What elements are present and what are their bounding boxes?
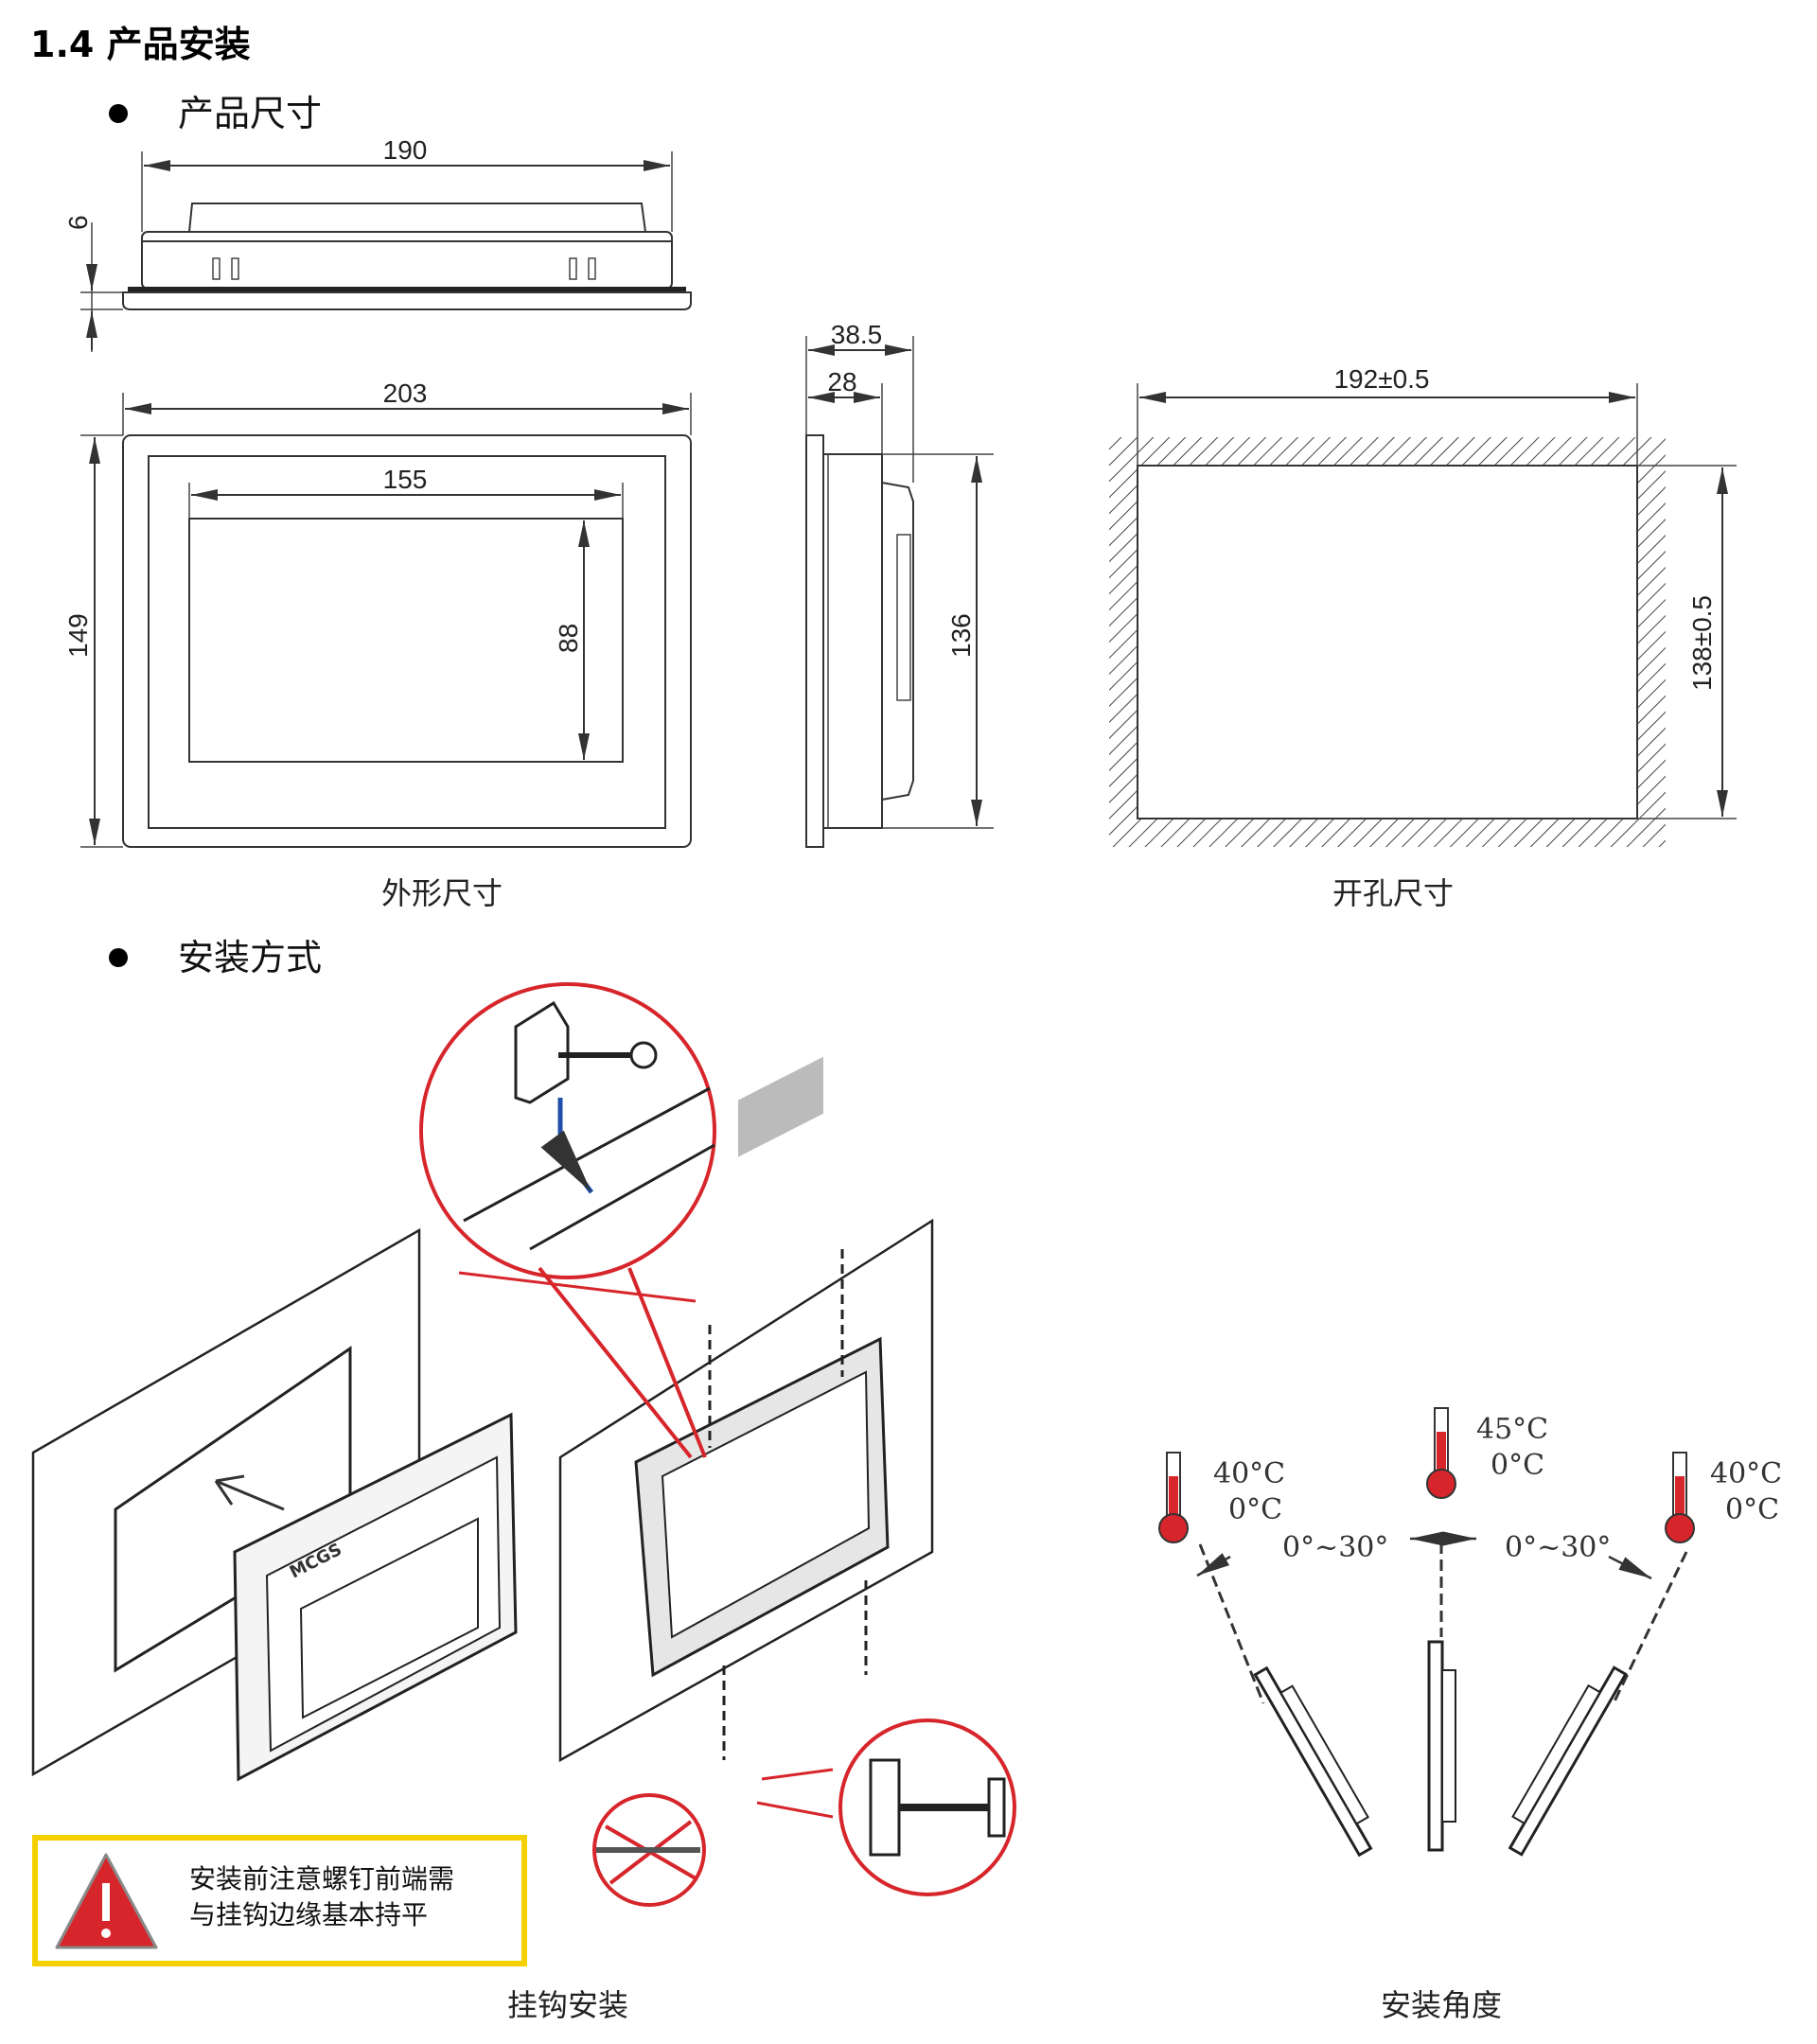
cutout-caption: 开孔尺寸 — [1332, 875, 1454, 911]
center-min-temp: 0°C — [1491, 1449, 1544, 1482]
dim-cutout-height: 138±0.5 — [1687, 595, 1717, 691]
bullet-icon — [109, 948, 128, 967]
dim-depth-total: 38.5 — [831, 320, 883, 349]
dim-body-height: 136 — [946, 613, 976, 658]
cutout-drawing — [1109, 383, 1737, 847]
right-min-temp: 0°C — [1725, 1493, 1779, 1526]
thermometer-icon — [1426, 1407, 1456, 1499]
angle-diagram — [1158, 1407, 1695, 1858]
installation-heading: 安装方式 — [178, 937, 322, 978]
left-max-temp: 40°C — [1213, 1457, 1285, 1490]
dim-outer-height: 149 — [63, 613, 93, 658]
top-view-drawing — [80, 151, 692, 352]
outline-caption: 外形尺寸 — [381, 875, 503, 911]
dim-screen-width: 155 — [383, 465, 428, 494]
dim-cutout-width: 192±0.5 — [1333, 364, 1429, 394]
hook-install-illustration: MCGS — [31, 982, 1016, 1907]
side-view-drawing — [805, 336, 994, 848]
dim-top-width: 190 — [383, 135, 428, 165]
hook-caption: 挂钩安装 — [507, 1987, 628, 2023]
section-title: 1.4 产品安装 — [30, 24, 251, 65]
angle-caption: 安装角度 — [1381, 1987, 1502, 2023]
warning-line-2: 与挂钩边缘基本持平 — [189, 1899, 428, 1930]
right-max-temp: 40°C — [1710, 1457, 1782, 1490]
right-angle-range: 0°~30° — [1505, 1531, 1611, 1564]
dim-depth-body: 28 — [827, 367, 856, 396]
warning-line-1: 安装前注意螺钉前端需 — [189, 1863, 454, 1894]
dim-thickness: 6 — [63, 215, 93, 230]
center-max-temp: 45°C — [1476, 1413, 1548, 1446]
left-angle-range: 0°~30° — [1282, 1531, 1388, 1564]
thermometer-icon — [1158, 1452, 1189, 1543]
dim-outer-width: 203 — [383, 379, 428, 408]
bullet-icon — [109, 104, 128, 123]
dim-screen-height: 88 — [554, 624, 583, 653]
thermometer-icon — [1665, 1452, 1695, 1543]
front-view-drawing — [80, 393, 692, 848]
dimensions-heading: 产品尺寸 — [178, 93, 322, 134]
left-min-temp: 0°C — [1228, 1493, 1282, 1526]
warning-box: 安装前注意螺钉前端需 与挂钩边缘基本持平 — [32, 1835, 527, 1966]
